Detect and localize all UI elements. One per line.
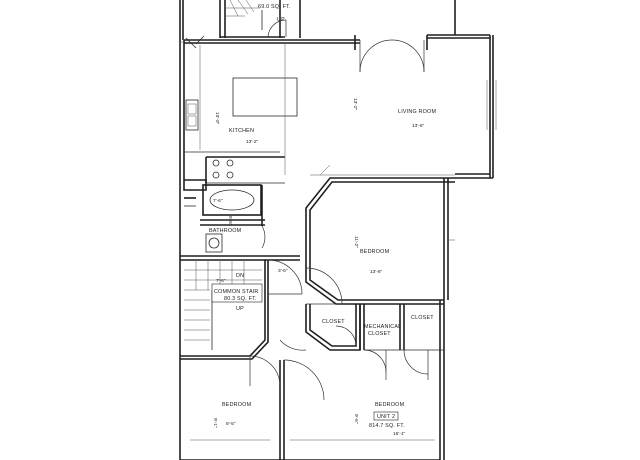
bedroom-mid-dim-v-label: 11'-2" xyxy=(353,236,359,248)
room-labels: 69.0 SQ. FT. UP KITCHEN 13'-2" 10'-0" LI… xyxy=(209,4,436,437)
kitchen-dim-label: 13'-2" xyxy=(246,139,259,145)
bedroom-mid-dim-label: 13'-6" xyxy=(370,269,383,275)
kitchen-label: KITCHEN xyxy=(229,128,254,134)
bath-dim-label: 7'-6" xyxy=(213,198,223,204)
closet-1-label: CLOSET xyxy=(322,319,345,325)
top-stair xyxy=(225,0,287,38)
bathroom-area xyxy=(184,184,266,253)
kitchen-dim-v-label: 10'-0" xyxy=(214,112,220,125)
bedroom-left-dim-v-label: 9'-1" xyxy=(212,418,218,428)
common-stair-dn-label: DN xyxy=(236,273,244,279)
bedroom-right-dim-label: 16'-1" xyxy=(393,431,406,437)
living-dim-label: 13'-6" xyxy=(412,123,425,129)
bedroom-right-label: BEDROOM xyxy=(375,402,405,408)
bedroom-mid-area xyxy=(305,164,455,305)
common-stair-dim-label: 7'-6" xyxy=(216,278,226,284)
top-stair-up-label: UP xyxy=(277,17,285,23)
corner-details xyxy=(180,35,205,49)
bath-dim2-label: 5'-6" xyxy=(227,216,233,226)
bathroom-label: BATHROOM xyxy=(209,228,242,234)
kitchen-area xyxy=(184,45,298,184)
hall-dim-label: 3'-6" xyxy=(278,268,288,274)
unit-area-label: 814.7 SQ. FT. xyxy=(369,423,405,429)
bottom-bedrooms-area xyxy=(190,339,435,460)
closet-2-label: CLOSET xyxy=(411,315,434,321)
living-dim-v-label: 13'-2" xyxy=(352,98,358,111)
bedroom-right-dim-v-label: 9'-6" xyxy=(353,414,359,424)
bedroom-left-dim-label: 8'-5" xyxy=(226,421,236,427)
living-room-label: LIVING ROOM xyxy=(398,109,436,115)
mechanical-label: MECHANICAL xyxy=(364,324,401,330)
common-stair-label-box xyxy=(211,283,263,303)
top-stair-area-label: 69.0 SQ. FT. xyxy=(258,4,291,10)
common-stair-area-label: 80.3 SQ. FT. xyxy=(224,296,257,302)
common-stair-label: COMMON STAIR xyxy=(214,289,259,295)
mechanical-closet-label: CLOSET xyxy=(368,331,391,337)
common-stair-up-label: UP xyxy=(236,306,244,312)
living-room-area xyxy=(284,39,497,176)
unit-label-box xyxy=(373,411,399,421)
unit-label: UNIT 2 xyxy=(377,414,395,420)
closets-area xyxy=(305,304,444,380)
common-stair-area xyxy=(180,255,303,360)
bedroom-mid-label: BEDROOM xyxy=(360,249,390,255)
exterior-walls xyxy=(179,0,494,460)
bedroom-left-label: BEDROOM xyxy=(222,402,252,408)
